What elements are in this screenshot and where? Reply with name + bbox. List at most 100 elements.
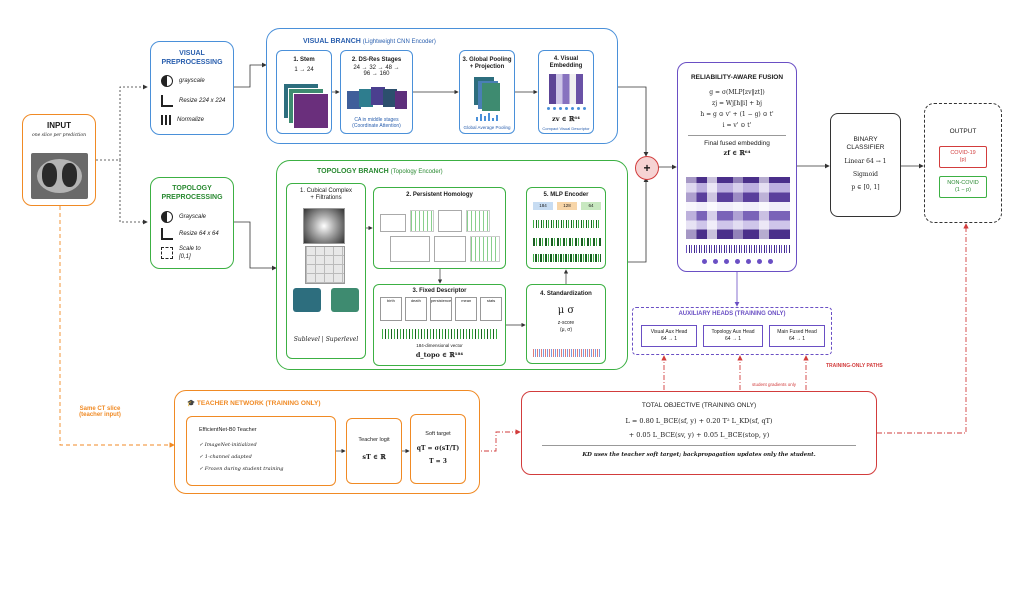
pooled-maps	[474, 77, 502, 111]
standardization-symbols: μ σ	[557, 305, 575, 316]
input-to-visual-connector	[96, 84, 148, 161]
contrast-icon	[161, 75, 173, 87]
fusion-equations: g = σ(MLP[zv‖zt]) zj = Wj[h‖i] + bj h = …	[678, 87, 796, 131]
binary-classifier-panel: BINARY CLASSIFIER Linear 64 → 1 Sigmoid …	[830, 113, 901, 217]
contrast-icon	[161, 211, 173, 223]
persistent-homology-card: 2. Persistent Homology	[373, 187, 506, 269]
teacher-model-name: EfficientNet-B0 Teacher	[199, 427, 257, 433]
sublevel-map	[293, 288, 321, 312]
crop-icon	[161, 228, 173, 240]
pooling-bars	[476, 113, 502, 121]
stem-dims: 1 → 24	[294, 67, 314, 73]
input-title: INPUT	[47, 121, 71, 130]
visual-branch-title: VISUAL BRANCH (Lightweight CNN Encoder)	[303, 38, 436, 45]
descriptor-col: persistence	[429, 297, 453, 321]
standardization-card: 4. Standardization μ σ z-score (μ, σ)	[526, 284, 606, 364]
topo-resize-item: Resize 64 x 64	[161, 228, 219, 240]
superlevel-map	[331, 288, 359, 312]
fused-embedding-heatmap	[686, 177, 790, 239]
visual-preprocessing-panel: VISUAL PREPROCESSING grayscale Resize 22…	[150, 41, 234, 135]
teacher-bullets: ✓ ImageNet-initialized ✓ 1-channel adapt…	[199, 439, 283, 475]
classifier-linear: Linear 64 → 1	[844, 158, 887, 165]
standardization-note: z-score (μ, σ)	[557, 320, 575, 333]
ds-res-title: 2. DS-Res Stages	[351, 57, 402, 63]
fused-embedding-title: Final fused embedding	[704, 140, 770, 147]
objective-line-1: L = 0.80 L_BCE(sf, y) + 0.20 T² L_KD(sf,…	[625, 417, 773, 425]
input-to-teacher-connector	[59, 206, 175, 448]
soft-target-title: Soft target	[425, 431, 451, 437]
visual-embedding-title: 4. Visual Embedding	[549, 56, 583, 69]
fused-embedding-formula: zf ∈ ℝ⁶⁴	[723, 149, 751, 157]
visual-embedding-dots	[547, 107, 586, 110]
fixed-descriptor-title: 3. Fixed Descriptor	[412, 288, 467, 294]
visual-embedding-note: Compact Visual Descriptor	[542, 126, 590, 131]
teacher-input-note: Same CT slice (teacher input)	[79, 406, 121, 418]
persistent-homology-title: 2. Persistent Homology	[406, 192, 473, 198]
fusion-eq-3: h = g ⊙ v' + (1 − g) ⊙ t'	[700, 111, 774, 118]
topology-branch-title: TOPOLOGY BRANCH (Topology Encoder)	[317, 168, 443, 175]
teacher-logit-title: Teacher logit	[358, 437, 390, 443]
teacher-logit-formula: sT ∈ ℝ	[362, 453, 386, 461]
classifier-title: BINARY CLASSIFIER	[846, 136, 885, 151]
stem-feature-maps	[283, 83, 329, 129]
mlp-barcode-2	[533, 238, 601, 246]
aux-heads-title: AUXILIARY HEADS (TRAINING ONLY)	[678, 311, 786, 317]
descriptor-col: stats	[480, 297, 503, 321]
objective-note: KD uses the teacher soft target; backpro…	[582, 452, 816, 458]
teacher-title: 🎓 TEACHER NETWORK (TRAINING ONLY)	[187, 400, 321, 407]
fused-embedding-barcode	[686, 245, 790, 253]
visual-to-fusion-connector	[618, 86, 649, 157]
teacher-logit-card: Teacher logit sT ∈ ℝ	[346, 418, 402, 484]
soft-target-formula: qT = σ(sT/T)	[416, 445, 460, 452]
crop-icon	[161, 95, 173, 107]
objective-line-2: + 0.05 L_BCE(sv, y) + 0.05 L_BCE(stop, y…	[628, 431, 770, 439]
resize-item: Resize 224 x 224	[161, 95, 225, 107]
cubical-cube	[305, 246, 345, 284]
descriptor-col: death	[404, 297, 427, 321]
standardization-title: 4. Standardization	[540, 291, 592, 297]
cubical-complex-card: 1. Cubical Complex + Filtrations Subleve…	[286, 183, 366, 359]
descriptor-col: birth	[380, 297, 402, 321]
stem-card: 1. Stem 1 → 24	[276, 50, 332, 134]
input-to-topology-connector	[119, 160, 148, 225]
visual-embedding-formula: zv ∈ ℝ⁶⁴	[552, 115, 580, 123]
stem-title: 1. Stem	[293, 57, 315, 63]
topo-scale-item: Scale to[0,1]	[161, 245, 201, 261]
mlp-encoder-card: 5. MLP Encoder 184 128 64	[526, 187, 606, 269]
ds-res-card: 2. DS-Res Stages 24 → 32 → 48 → 96 → 160…	[340, 50, 413, 134]
global-pooling-card: 3. Global Pooling + Projection Global Av…	[459, 50, 515, 134]
fusion-eq-1: g = σ(MLP[zv‖zt])	[709, 89, 765, 96]
scale-icon	[161, 247, 173, 259]
teacher-bullet: ✓ ImageNet-initialized	[199, 442, 257, 448]
mlp-encoder-title: 5. MLP Encoder	[543, 192, 589, 198]
classifier-sigmoid: Sigmoid	[853, 171, 878, 178]
topo-pre-title: TOPOLOGY PREPROCESSING	[161, 185, 223, 201]
descriptor-columns: birth death persistence mean stats	[380, 297, 503, 321]
input-panel: INPUT one slice per prediction	[22, 114, 96, 206]
mlp-barcode-1	[533, 220, 601, 228]
global-pooling-title: 3. Global Pooling + Projection	[462, 57, 512, 70]
histogram-icon	[161, 115, 171, 125]
teacher-to-objective-connector	[474, 429, 521, 452]
soft-target-temperature: T = 3	[429, 458, 447, 465]
persistence-diagrams	[380, 204, 500, 264]
auxiliary-heads-panel: AUXILIARY HEADS (TRAINING ONLY) Visual A…	[632, 307, 832, 355]
output-title: OUTPUT	[949, 128, 977, 135]
training-only-paths-note: TRAINING-ONLY PATHS	[826, 363, 883, 369]
fusion-plus-node: +	[635, 156, 659, 180]
fusion-title: RELIABILITY-AWARE FUSION	[690, 74, 784, 81]
mlp-layer-64: 64	[581, 202, 601, 210]
covid-label-box: COVID-19 (p)	[939, 146, 987, 168]
visual-pre-connector	[234, 62, 267, 88]
mlp-layer-128: 128	[557, 202, 577, 210]
output-panel: OUTPUT COVID-19 (p) NON-COVID (1 − p)	[924, 103, 1002, 223]
grayscale-item: grayscale	[161, 75, 205, 87]
fused-embedding-dots	[702, 259, 773, 264]
mlp-barcode-3	[533, 254, 601, 262]
